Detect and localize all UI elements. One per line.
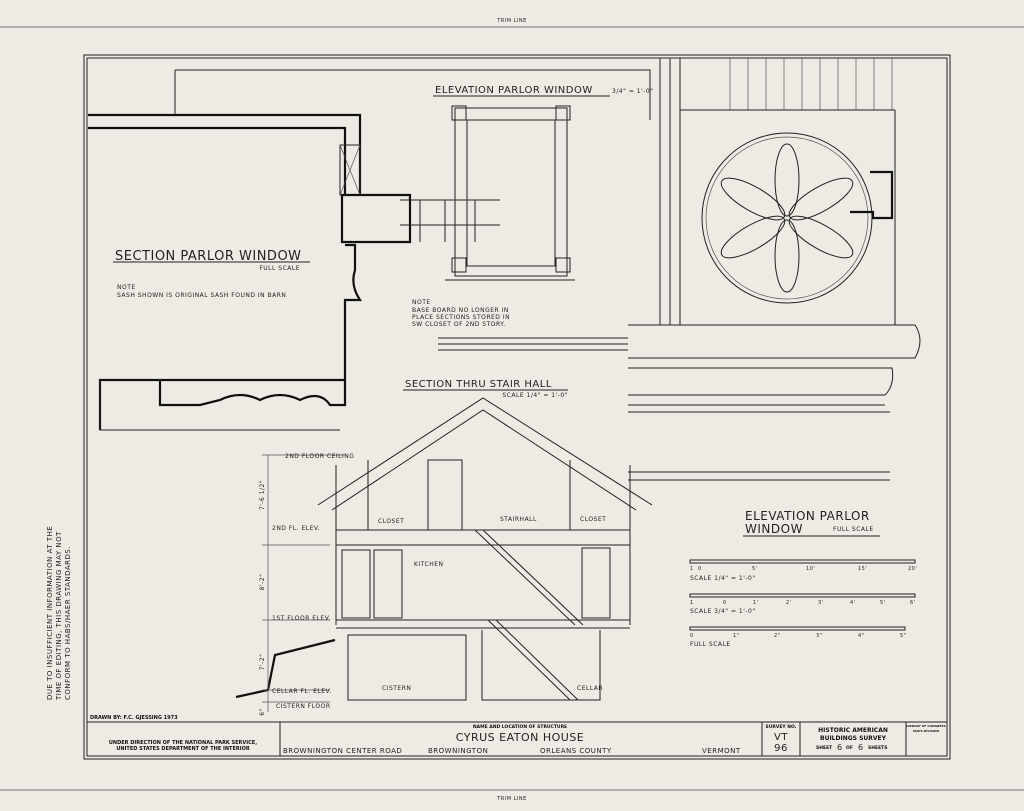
scale-label: FULL SCALE — [690, 641, 731, 648]
scale-tick: 1' — [753, 600, 759, 606]
scale-tick: 4' — [850, 600, 856, 606]
scale-tick: 15' — [858, 566, 867, 572]
scale-tick: 2" — [774, 633, 780, 639]
elevation-parlor-window-large-drawing: ELEVATION PARLOR WINDOW FULL SCALE — [628, 58, 921, 537]
disclaimer-line: DUE TO INSUFFICIENT INFORMATION AT THE — [46, 526, 54, 700]
scale-tick: 1 — [690, 566, 694, 572]
drawn-by: DRAWN BY: F.C. GJESSING 1973 — [90, 715, 178, 721]
survey-no-label: SURVEY NO. — [766, 724, 797, 730]
structure-road: BROWNINGTON CENTER ROAD — [283, 747, 402, 755]
section-stair-hall-drawing: SECTION THRU STAIR HALL SCALE 1/4" = 1'-… — [235, 379, 653, 716]
note-text: SASH SHOWN IS ORIGINAL SASH FOUND IN BAR… — [117, 292, 286, 299]
elevation-parlor-window-small-drawing: ELEVATION PARLOR WINDOW 3/4" = 1'-0" NOT… — [412, 85, 653, 351]
level-label: 2ND FL. ELEV. — [272, 525, 320, 532]
scale-tick: 0 — [690, 633, 694, 639]
sheet-number: 6 — [837, 743, 843, 752]
scale-label: SCALE 1/4" = 1'-0" — [690, 575, 756, 582]
scale-tick: 4" — [858, 633, 864, 639]
elevation-parlor-window-large-title: ELEVATION PARLOR — [745, 509, 870, 523]
dimension-label: 7'-2" — [259, 654, 266, 671]
scale-tick: 1 — [690, 600, 694, 606]
room-label: STAIRHALL — [500, 516, 537, 523]
structure-name: CYRUS EATON HOUSE — [456, 731, 585, 744]
survey-no: 96 — [774, 743, 788, 754]
section-stair-hall-scale: SCALE 1/4" = 1'-0" — [502, 392, 568, 399]
sheet-border — [83, 54, 951, 760]
scale-label: SCALE 3/4" = 1'-0" — [690, 608, 756, 615]
program-name: HISTORIC AMERICAN — [818, 727, 888, 734]
elevation-parlor-window-large-scale: FULL SCALE — [833, 526, 874, 533]
program-name: BUILDINGS SURVEY — [820, 735, 887, 742]
scale-tick: 3" — [816, 633, 822, 639]
room-label: CLOSET — [580, 516, 606, 523]
elevation-parlor-window-title: ELEVATION PARLOR WINDOW — [435, 85, 593, 96]
note-label: NOTE — [412, 299, 431, 306]
scale-tick: 1" — [733, 633, 739, 639]
note-text: BASE BOARD NO LONGER IN — [412, 307, 509, 314]
scale-bar-quarter-inch — [689, 559, 916, 564]
sheets-label: SHEETS — [868, 745, 887, 751]
scale-bar-three-quarter-inch — [689, 593, 916, 598]
room-label: CELLAR — [577, 685, 603, 692]
scale-tick: 5' — [880, 600, 886, 606]
scale-tick: 3' — [818, 600, 824, 606]
library-stamp: LIBRARY OF CONGRESS — [906, 724, 945, 728]
level-label: 2ND FLOOR CEILING — [285, 453, 354, 460]
structure-county: ORLEANS COUNTY — [540, 747, 612, 755]
dimension-label: 6" — [259, 708, 266, 716]
scale-bar-full — [689, 626, 906, 631]
sheet-border-inner — [86, 57, 948, 757]
section-stair-hall-title: SECTION THRU STAIR HALL — [405, 379, 552, 390]
agency-line: UNDER DIRECTION OF THE NATIONAL PARK SER… — [109, 740, 257, 746]
note-text: SW CLOSET OF 2ND STORY. — [412, 321, 506, 328]
scale-tick: 2' — [786, 600, 792, 606]
level-label: CELLAR FL. ELEV. — [272, 688, 332, 695]
scale-tick: 5" — [900, 633, 906, 639]
scale-tick: 6' — [910, 600, 916, 606]
room-label: CLOSET — [378, 518, 404, 525]
dimension-label: 7'-6 1/2" — [259, 480, 266, 510]
name-location-label: NAME AND LOCATION OF STRUCTURE — [473, 724, 567, 730]
room-label: CISTERN — [382, 685, 411, 692]
disclaimer-line: TIME OF EDITING, THIS DRAWING MAY NOT — [55, 531, 63, 701]
elevation-parlor-window-scale: 3/4" = 1'-0" — [612, 88, 653, 95]
scale-tick: 10' — [806, 566, 815, 572]
dimension-label: 8'-2" — [259, 574, 266, 591]
note-label: NOTE — [117, 284, 136, 291]
graphic-scales: 1 0 5' 10' 15' 20' SCALE 1/4" = 1'-0" 1 … — [689, 559, 917, 648]
scale-tick: 0 — [698, 566, 702, 572]
trim-line-top-label: TRIM LINE — [496, 18, 527, 24]
survey-no: VT — [774, 732, 788, 743]
level-label: 1ST FLOOR ELEV. — [272, 615, 331, 622]
sheet-total: 6 — [858, 743, 864, 752]
section-parlor-window-drawing: SECTION PARLOR WINDOW FULL SCALE NOTE SA… — [88, 69, 651, 431]
elevation-parlor-window-large-title: WINDOW — [745, 522, 803, 536]
scale-tick: 20' — [908, 566, 917, 572]
sheet-label: SHEET — [816, 745, 833, 751]
agency-line: UNITED STATES DEPARTMENT OF THE INTERIOR — [116, 746, 249, 752]
of-label: OF — [846, 745, 853, 751]
section-parlor-window-title: SECTION PARLOR WINDOW — [115, 249, 302, 264]
scale-tick: 5' — [752, 566, 758, 572]
structure-state: VERMONT — [702, 747, 741, 755]
level-label: CISTERN FLOOR — [276, 703, 330, 710]
library-stamp: MAPS DIVISION — [913, 729, 940, 733]
disclaimer-line: CONFORM TO HABS/HAER STANDARDS. — [64, 546, 72, 700]
section-parlor-window-scale: FULL SCALE — [259, 265, 300, 272]
room-label: KITCHEN — [414, 561, 444, 568]
structure-town: BROWNINGTON — [428, 747, 488, 755]
scale-tick: 0 — [723, 600, 727, 606]
trim-line-bottom-label: TRIM LINE — [496, 796, 527, 802]
disclaimer-note: DUE TO INSUFFICIENT INFORMATION AT THE T… — [46, 526, 72, 701]
title-block: DRAWN BY: F.C. GJESSING 1973 UNDER DIREC… — [86, 715, 948, 757]
note-text: PLACE SECTIONS STORED IN — [412, 314, 510, 321]
